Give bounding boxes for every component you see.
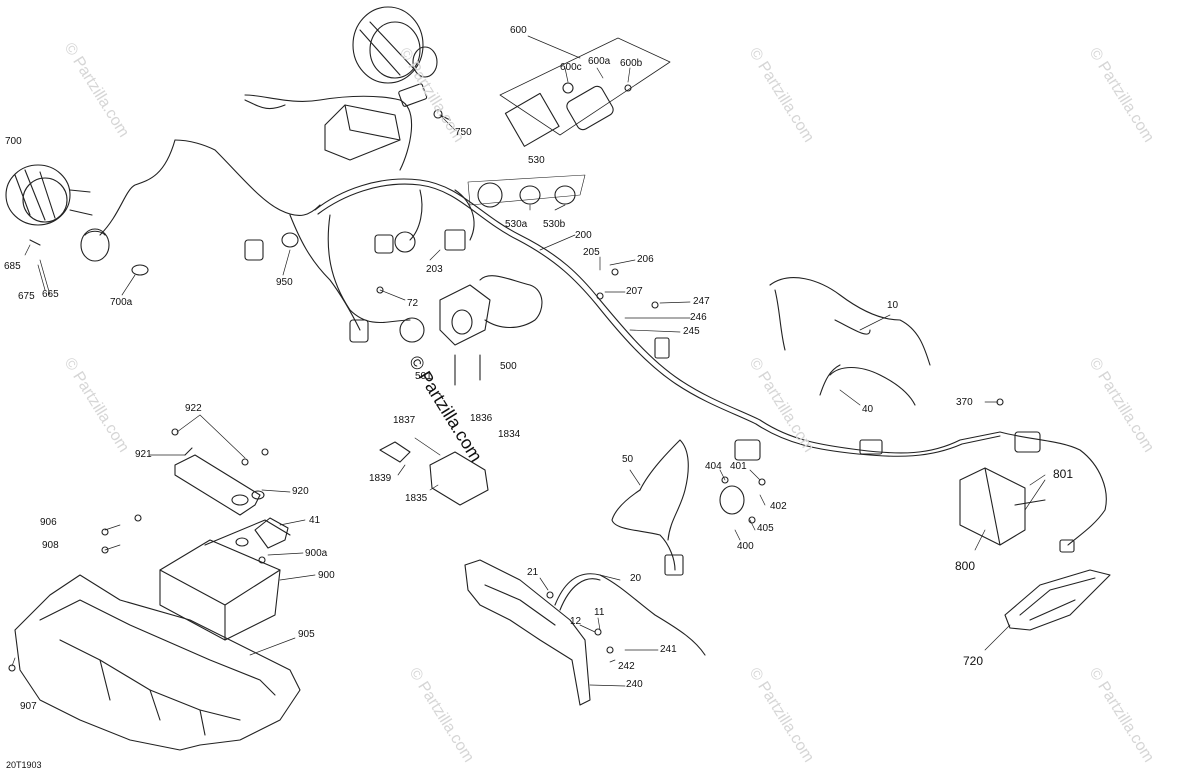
callout-label: 922 [185,403,202,414]
callout-label: 21 [527,567,539,578]
callout-label: 920 [292,486,309,497]
regulator-800 [959,467,1046,546]
relay-400 [719,476,766,524]
callout-label: 370 [956,397,973,408]
callout-label: 700 [5,136,22,147]
callout-label: 401 [730,461,747,472]
relay-box [324,83,428,161]
callout-label: 720 [963,654,984,668]
callout-label: 10 [887,300,899,311]
module-600 [433,37,671,147]
callout-label: 600 [510,25,527,36]
callout-label: 207 [626,286,643,297]
callout-label: 72 [407,298,419,309]
connector-1835 [379,441,489,506]
callout-label: 665 [42,289,59,300]
bracket-920 [174,447,265,516]
callout-label: 40 [862,404,874,415]
callout-label: 500 [500,361,517,372]
callout-label: 908 [42,540,59,551]
callout-label: 206 [637,254,654,265]
taillight-harness [999,431,1107,546]
callout-label: 402 [770,501,787,512]
battery-tray-905 [14,574,301,751]
callout-label: 501 [415,371,432,382]
battery-900 [159,519,291,641]
callout-label: 247 [693,296,710,307]
harness-40 [829,366,916,406]
callout-label: 675 [18,291,35,302]
callout-label: 205 [583,247,600,258]
diagram-code: 20T1903 [6,760,42,770]
callout-label: 905 [298,629,315,640]
callout-label: 950 [276,277,293,288]
taillight-720 [1004,569,1111,631]
callout-label: 41 [309,515,321,526]
main-harness-200 [314,178,1001,454]
callout-label: 600b [620,58,643,69]
callout-label: 1836 [470,413,493,424]
headlight-700 [5,164,149,276]
callout-label: 600c [560,62,582,73]
harness-10 [769,277,931,366]
callout-label: 241 [660,644,677,655]
callout-label: 200 [575,230,592,241]
connectors-530 [467,174,586,208]
headlight-harness-branch [244,94,413,171]
callout-label: 246 [690,312,707,323]
callout-label: 11 [594,607,605,618]
callout-label: 600a [588,56,611,67]
callout-label: 1835 [405,493,428,504]
callout-label: 906 [40,517,57,528]
callout-label: 900 [318,570,335,581]
callout-label: 801 [1053,467,1074,481]
harness-50 [611,489,676,571]
callout-label: 700a [110,297,133,308]
callout-label: 1834 [498,429,521,440]
cover-41 [254,517,289,549]
callout-label: 242 [618,661,635,672]
callout-label: 50 [622,454,634,465]
headlight-top [352,6,438,84]
callout-label: 405 [757,523,774,534]
callout-label: 530 [528,155,545,166]
callout-label: 1839 [369,473,392,484]
callout-label: 900a [305,548,328,559]
callout-label: 400 [737,541,754,552]
callout-label: 750 [455,127,472,138]
callout-label: 685 [4,261,21,272]
callout-label: 245 [683,326,700,337]
callout-label: 404 [705,461,722,472]
harness-20 [554,573,706,656]
callout-label: 240 [626,679,643,690]
callout-label: 921 [135,449,152,460]
callout-label: 20 [630,573,642,584]
switch-500 [439,284,491,386]
bracket-240 [464,559,591,706]
callout-label: 1837 [393,415,416,426]
callout-label: 530a [505,219,528,230]
callout-label: 12 [570,616,582,627]
callout-label: 800 [955,559,976,573]
callout-label: 203 [426,264,443,275]
callout-label: 530b [543,219,566,230]
callout-label: 907 [20,701,37,712]
